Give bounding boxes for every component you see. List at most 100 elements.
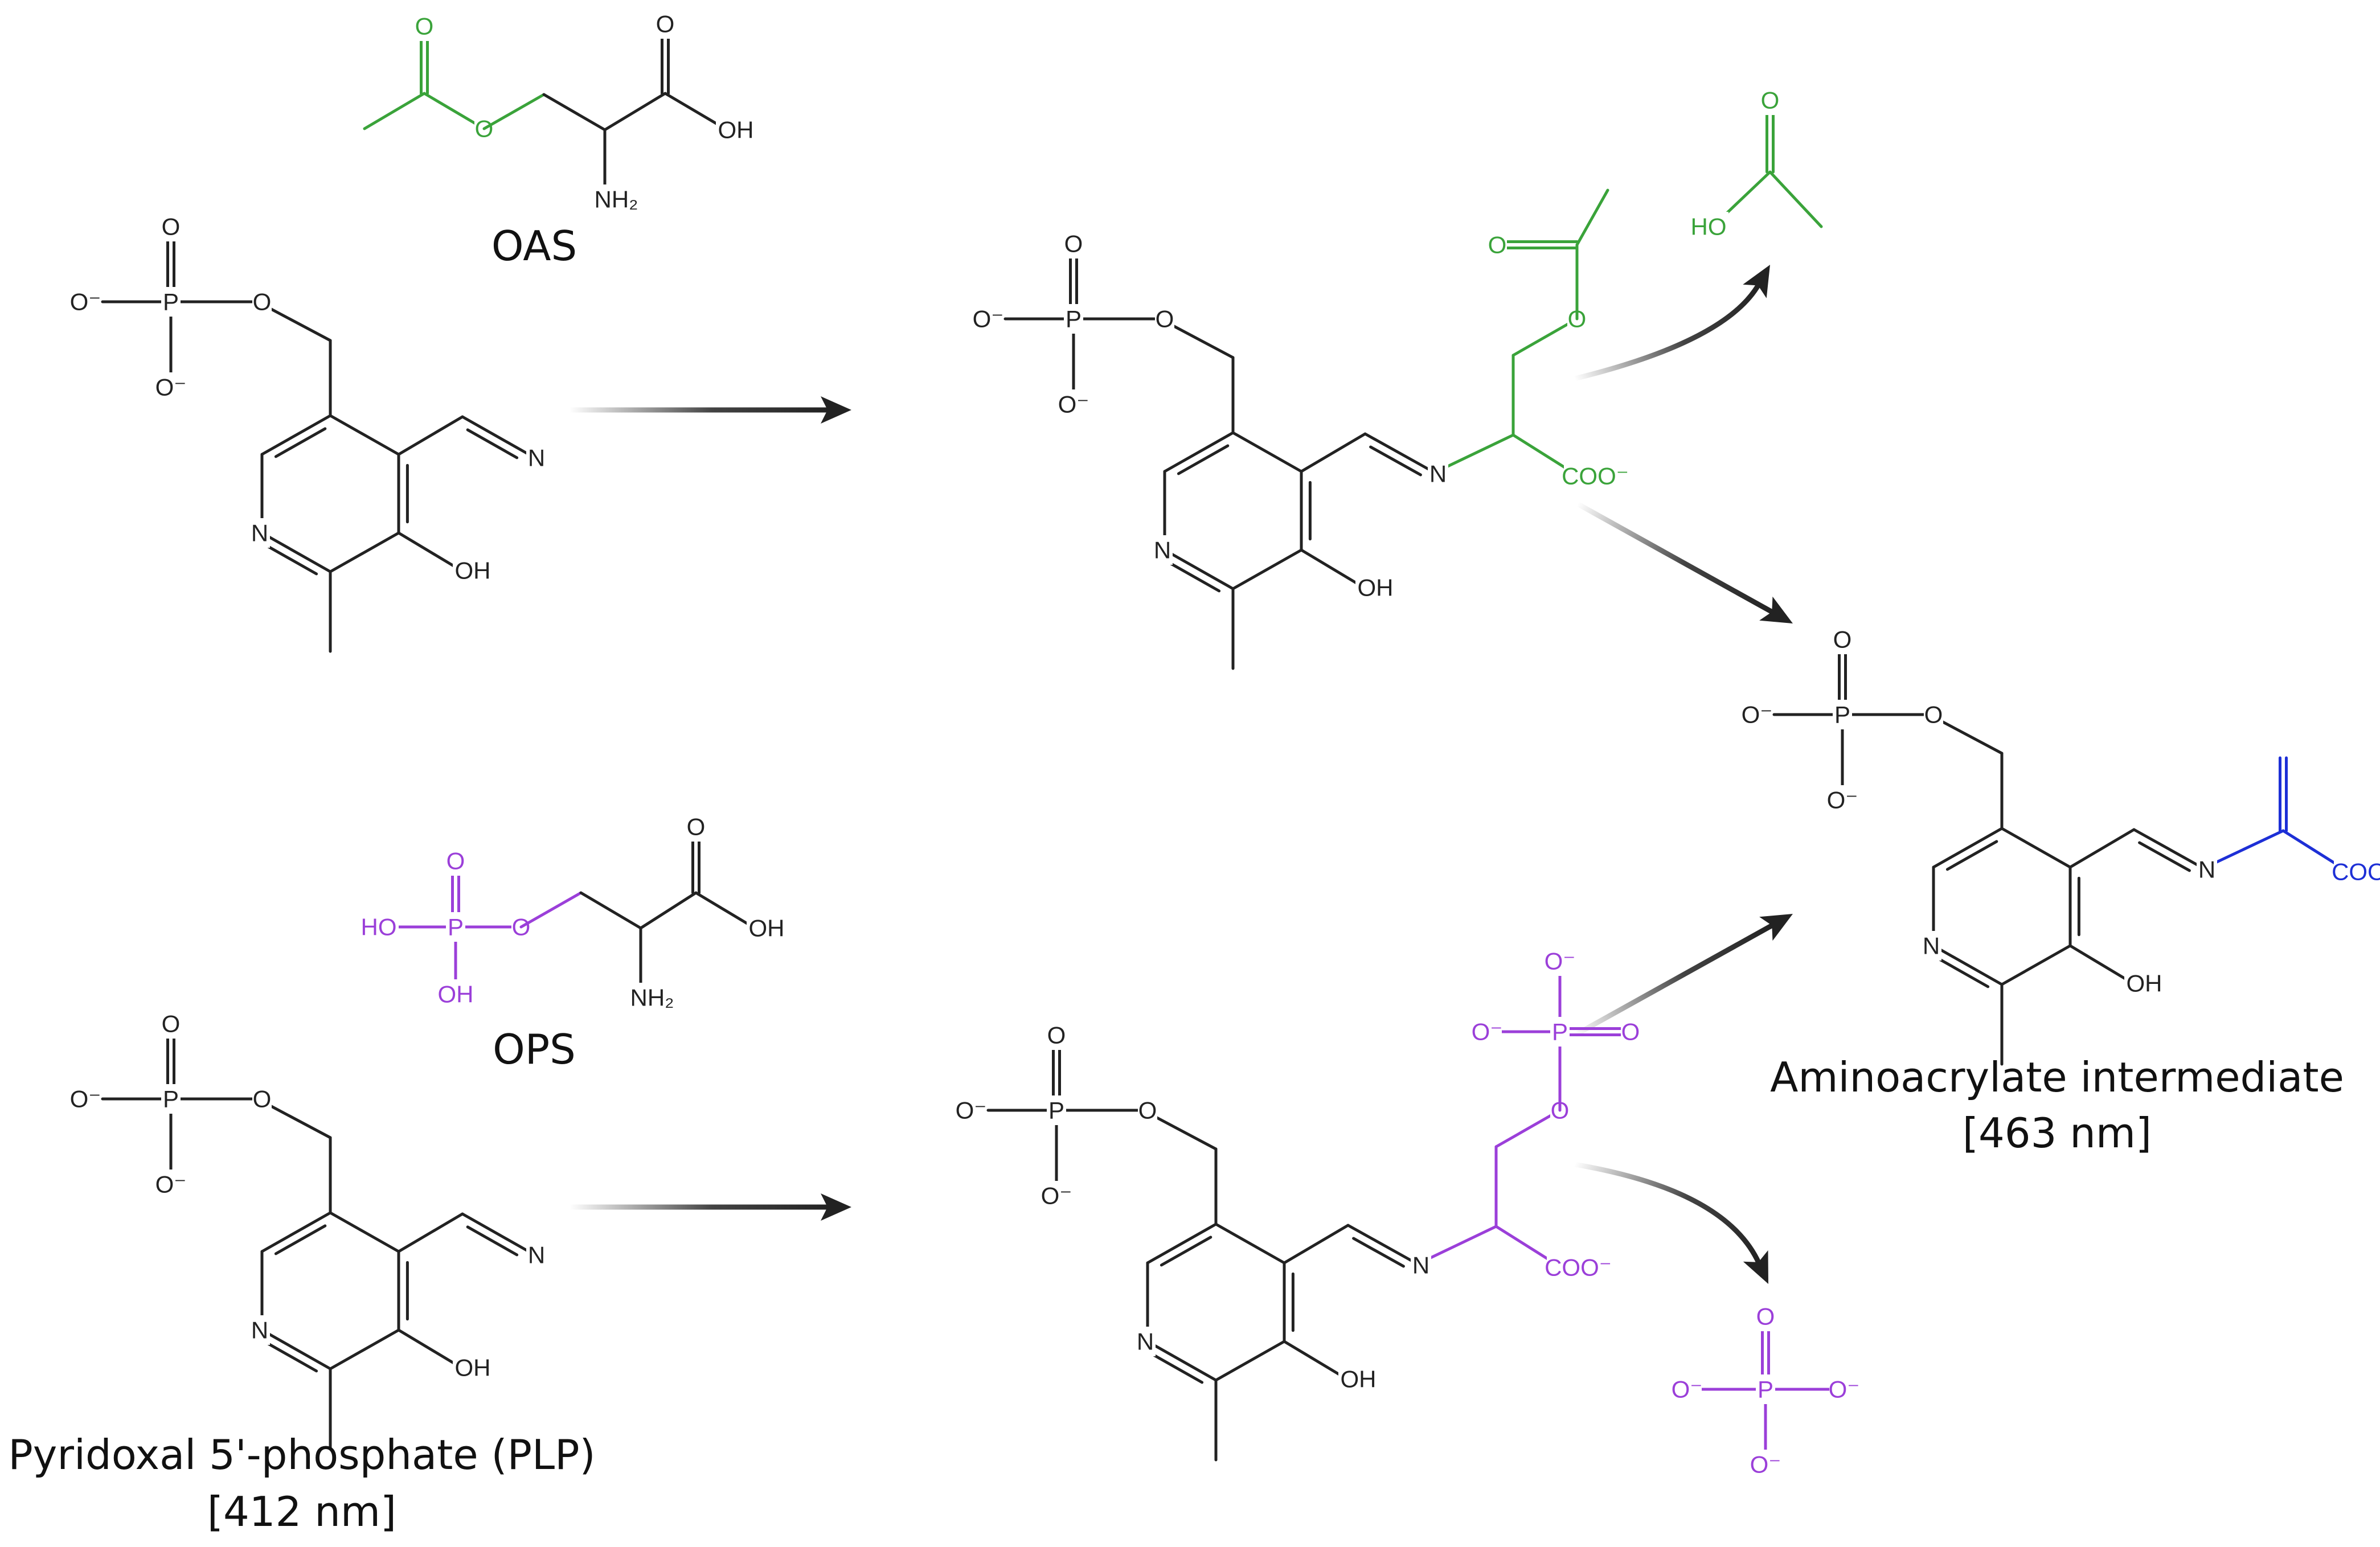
bond [397,1328,457,1366]
atom-mask [1135,1327,1156,1356]
oas-label: OAS [491,222,577,270]
molecules: POO⁻O⁻ONOHNPOO⁻O⁻ONOHNOOOOHNH₂POHOOHOOOH… [70,9,2380,1479]
atom-mask [161,1009,181,1039]
phosphate-hydroxyl: OH [438,981,474,1008]
bond [1231,548,1303,590]
bond [542,93,607,132]
double-bond [260,414,332,456]
phosphate-oxide: O⁻ [70,1086,101,1113]
phosphorus-atom: P [1834,701,1850,728]
arrow-ops-to-aminoacrylate-head [1759,914,1793,941]
ester-oxygen: O [1924,701,1943,728]
arrow-oas-to-aminoacrylate-head [1759,596,1793,623]
bond [1283,1340,1343,1377]
double-bond [1352,1237,1405,1268]
bond [329,414,400,456]
atom-mask [973,304,1003,334]
imine-nitrogen: N [1412,1252,1429,1279]
arrow-phosphate-release-head [1743,1250,1768,1284]
atom-mask [156,1170,186,1199]
arrow-acetate-release-shaft [1572,282,1762,381]
bond [694,891,755,929]
double-bond [1945,840,1998,871]
imine-nitrogen: N [528,445,545,471]
hydroxyl-group: OH [455,1355,491,1381]
atom-mask [1550,1017,1570,1047]
bond [329,531,400,573]
arrow-ops-to-aminoacrylate-shaft [1572,922,1776,1038]
arrow-plp-to-ops-aldimine-head [821,1193,851,1221]
double-bond [274,1224,327,1255]
double-bond [1937,957,1990,988]
carboxyl-hydroxyl: OH [718,117,754,143]
phosphorus-atom: P [163,1086,179,1113]
atom-mask [1742,700,1772,729]
phosphorus-atom: P [1048,1097,1064,1124]
bond [1511,317,1579,357]
atom-mask [1833,625,1852,654]
plp-name-label: Pyridoxal 5'-phosphate (PLP) [8,1431,595,1479]
atom-mask [956,1095,986,1125]
atom-mask [415,11,434,41]
atom-mask [1621,1017,1640,1047]
phosphate-oxide: O⁻ [1472,1019,1503,1045]
phosphate-oxide: O⁻ [70,289,101,315]
hydroxyl-group: OH [455,557,491,584]
phosphate-oxide: O⁻ [956,1097,987,1124]
atom-mask [1411,1250,1431,1280]
carboxylate-group: COO⁻ [1545,1254,1612,1281]
hydroxyl-group: OH [1358,575,1394,601]
imine-nitrogen: N [1429,461,1447,487]
plp-wavelength-label: [412 nm] [207,1488,396,1536]
atom-mask [161,1084,181,1114]
atom-mask [593,184,639,214]
atom-mask [1672,1374,1702,1404]
reaction-arrows [567,265,1793,1284]
atom-mask [1921,931,1941,961]
atom-mask [629,983,675,1012]
bond [1300,548,1360,586]
carboxyl-oxo: O [656,11,675,38]
atom-mask [1155,304,1174,334]
ester-oxygen: O [253,1086,272,1113]
atom-mask [453,1353,493,1382]
bond [1768,170,1823,228]
phosphorus-atom: P [1758,1376,1773,1403]
aminoacrylate-wavelength-label: [463 nm] [1963,1109,2152,1157]
arrow-plp-to-oas-aldimine-head [821,396,851,424]
phosphate-oxide: O⁻ [973,306,1004,333]
phosphorus-atom: P [1066,306,1082,333]
atom-mask [252,287,272,317]
ring-nitrogen: N [1137,1328,1154,1355]
atom-mask [252,1084,272,1114]
bond [519,891,583,929]
atom-mask [686,812,706,842]
ring-nitrogen: N [251,520,268,547]
double-bond [1932,944,2004,986]
atom-mask [249,1315,270,1345]
atom-mask [161,287,181,317]
phosphate-oxo: O [1756,1303,1775,1330]
bond [579,891,642,930]
bond [329,1211,400,1253]
bond [1300,432,1367,473]
phosphate-oxide: O⁻ [1829,1376,1860,1403]
atom-mask [161,212,181,241]
atom-mask [1833,700,1852,729]
atom-mask [526,443,547,473]
double-bond [260,1328,332,1370]
double-bond [1163,548,1235,590]
atom-mask [1547,1253,1609,1282]
phosphate-oxide: O⁻ [1545,948,1576,975]
double-bond [1177,444,1230,475]
atom-mask [1355,573,1395,602]
bond [1231,431,1303,473]
atom-mask [1829,1374,1859,1404]
bond [397,415,464,456]
atom-mask [1924,700,1943,729]
phosphate-oxide: O⁻ [1742,701,1773,728]
